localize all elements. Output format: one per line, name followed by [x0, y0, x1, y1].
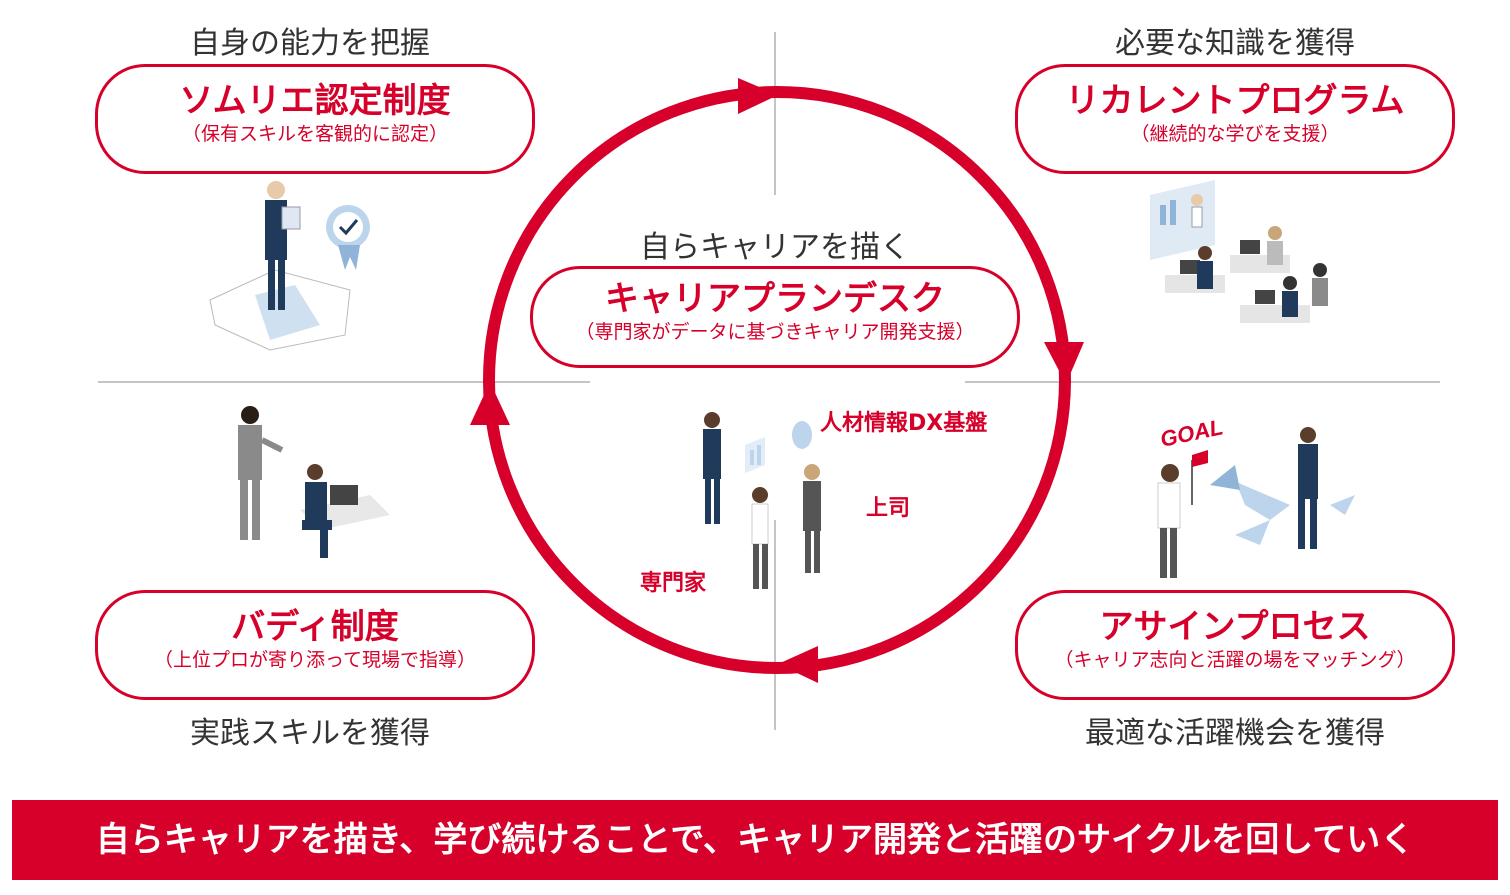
label-expert: 専門家 [640, 571, 707, 596]
pill-recurrent-subtitle: （継続的な学びを支援） [1130, 123, 1340, 145]
illustration-buddy [238, 406, 390, 558]
pill-sommelier-subtitle: （保有スキルを客観的に認定） [181, 123, 448, 145]
pill-career-desk-subtitle: （専門家がデータに基づきキャリア開発支援） [575, 321, 975, 343]
goal-flag-text: GOAL [1158, 414, 1225, 452]
pill-assign: アサインプロセス （キャリア志向と活躍の場をマッチング） [1015, 590, 1455, 700]
illustration-consultation [703, 412, 821, 589]
pill-buddy-title: バディ制度 [231, 607, 399, 647]
label-boss: 上司 [866, 496, 911, 521]
arrow-bottom [778, 646, 818, 683]
pill-sommelier: ソムリエ認定制度 （保有スキルを客観的に認定） [95, 64, 535, 174]
pill-assign-subtitle: （キャリア志向と活躍の場をマッチング） [1054, 649, 1416, 671]
arrow-right [1044, 342, 1084, 384]
label-dx-platform: 人材情報DX基盤 [820, 411, 988, 436]
pill-buddy-subtitle: （上位プロが寄り添って現場で指導） [153, 649, 477, 671]
heading-top-right: 必要な知識を獲得 [1115, 26, 1355, 61]
heading-center: 自らキャリアを描く [640, 230, 910, 265]
heading-bottom-right: 最適な活躍機会を獲得 [1085, 716, 1385, 751]
pill-assign-title: アサインプロセス [1099, 607, 1371, 647]
arrow-top [738, 78, 778, 114]
pill-sommelier-title: ソムリエ認定制度 [179, 81, 451, 121]
illustration-classroom [1150, 180, 1328, 323]
pill-recurrent: リカレントプログラム （継続的な学びを支援） [1015, 64, 1455, 174]
summary-banner: 自らキャリアを描き、学び続けることで、キャリア開発と活躍のサイクルを回していく [12, 800, 1498, 880]
pill-recurrent-title: リカレントプログラム [1065, 81, 1405, 121]
illustration-goal: GOAL [1157, 414, 1355, 578]
illustration-certification [209, 181, 370, 351]
arrow-left [470, 382, 510, 425]
pill-career-desk-title: キャリアプランデスク [605, 279, 945, 319]
heading-bottom-left: 実践スキルを獲得 [190, 716, 430, 751]
pill-career-desk: キャリアプランデスク （専門家がデータに基づきキャリア開発支援） [530, 266, 1020, 368]
pill-buddy: バディ制度 （上位プロが寄り添って現場で指導） [95, 590, 535, 700]
heading-top-left: 自身の能力を把握 [190, 26, 430, 61]
